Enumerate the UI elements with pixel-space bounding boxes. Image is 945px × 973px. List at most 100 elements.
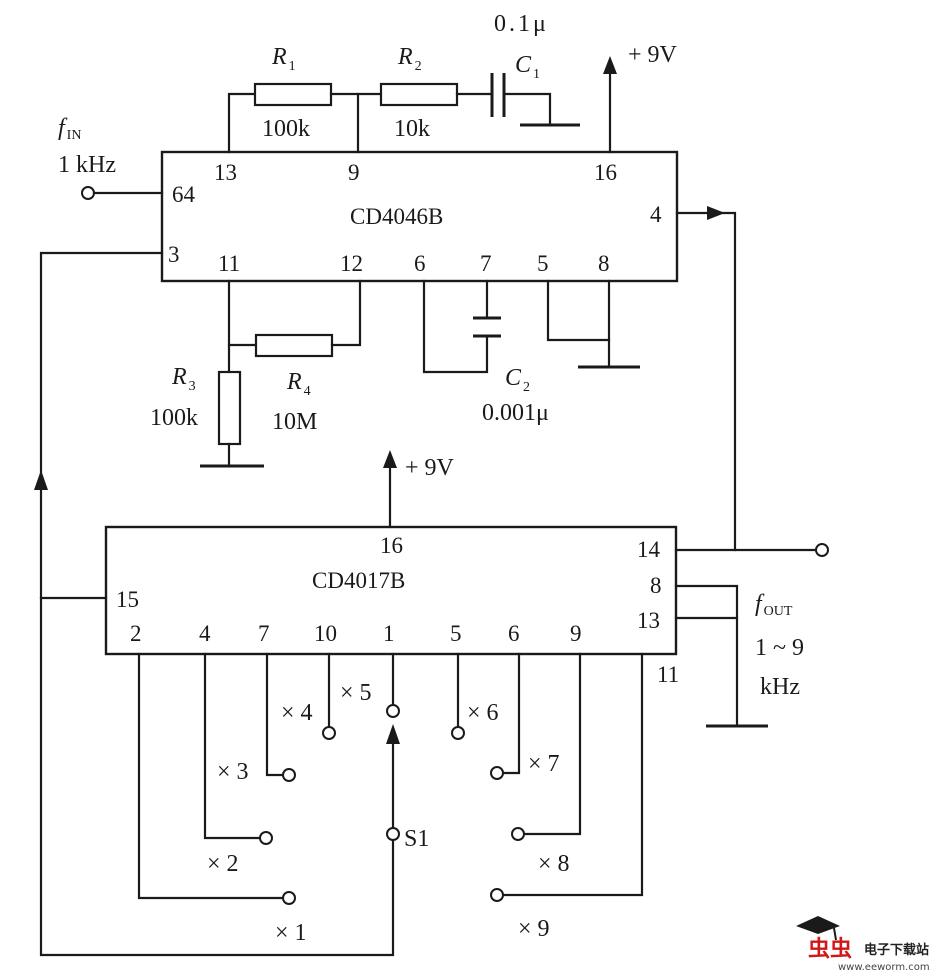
fin-freq: 1 kHz (58, 152, 116, 178)
switch-pos-x6: × 6 (467, 700, 499, 726)
fout-unit: kHz (760, 674, 800, 700)
switch-wiper-arrow-icon (386, 724, 400, 744)
ic2-pin-9: 9 (570, 621, 582, 646)
c1-value: 0.1μ (494, 11, 549, 37)
wire-out-x3 (265, 652, 285, 777)
wire-feedback-loop (39, 251, 395, 957)
ic1-pin-3: 3 (168, 242, 180, 267)
graduation-cap-icon (796, 916, 840, 934)
watermark-url: www.eeworm.com (838, 962, 930, 973)
fout-range: 1 ~ 9 (755, 635, 804, 661)
switch-contact-x1[interactable] (282, 891, 296, 905)
ic2-pin-4: 4 (199, 621, 211, 646)
switch-common-contact[interactable] (386, 827, 400, 841)
ic1-pin-16: 16 (594, 160, 617, 185)
switch-pos-x2: × 2 (207, 851, 239, 877)
vdd-arrow-icon (603, 56, 617, 74)
switch-contact-x9[interactable] (490, 888, 504, 902)
ic2-pin-10: 10 (314, 621, 337, 646)
r2-value: 10k (394, 116, 430, 142)
wire-out-x1 (137, 652, 285, 900)
ic2-pin-1: 1 (383, 621, 395, 646)
wire-out-x9 (501, 652, 644, 897)
wire-pin6-c2 (422, 279, 489, 374)
wire-pin8-ground (674, 584, 739, 728)
resistor-r3 (217, 370, 242, 446)
ic1-pin-11: 11 (218, 251, 240, 276)
watermark-logo: 虫虫 电子下载站 www.eeworm.com (796, 916, 930, 973)
vdd2-arrow-icon (383, 450, 397, 468)
cap-tassel-icon (833, 927, 837, 941)
resistor-r1 (253, 82, 333, 107)
ic1-part-label: CD4046B (350, 204, 443, 229)
r1-value: 100k (262, 116, 310, 142)
c2-value: 0.001μ (482, 400, 549, 426)
r3-value: 100k (150, 405, 198, 431)
wire-r4-pin12 (330, 279, 362, 347)
switch-pos-x7: × 7 (528, 751, 560, 777)
ic1-pin-7: 7 (480, 251, 492, 276)
ic2-pin-6: 6 (508, 621, 520, 646)
switch-contact-x5[interactable] (386, 704, 400, 718)
ic1-pin-4: 4 (650, 202, 662, 227)
wire-pin4-out (675, 211, 737, 552)
switch-pos-x3: × 3 (217, 759, 249, 785)
ic1-pin-13: 13 (214, 160, 237, 185)
ic2-pin-13: 13 (637, 608, 660, 633)
switch-contact-x6[interactable] (451, 726, 465, 740)
r4-value: 10M (272, 409, 317, 435)
ic2-pin-7: 7 (258, 621, 270, 646)
ic1-pin-5: 5 (537, 251, 549, 276)
ic2-pin-16: 16 (380, 533, 403, 558)
switch-contact-x8[interactable] (511, 827, 525, 841)
supply-mid-label: + 9V (405, 455, 455, 481)
ic2-pin-5: 5 (450, 621, 462, 646)
switch-contact-x2[interactable] (259, 831, 273, 845)
switch-pos-x4: × 4 (281, 700, 313, 726)
switch-label: S1 (404, 826, 429, 852)
wire-c1-ground (504, 92, 552, 127)
output-terminal[interactable] (815, 543, 829, 557)
switch-pos-x5: × 5 (340, 680, 372, 706)
ic1-pin-6: 6 (414, 251, 426, 276)
supply-top-label: + 9V (628, 42, 678, 68)
resistor-r4 (254, 333, 334, 358)
resistor-r2 (379, 82, 459, 107)
switch-pos-x8: × 8 (538, 851, 570, 877)
wire-pin5-ground (546, 279, 611, 342)
ic2-part-label: CD4017B (312, 568, 405, 593)
ic1-pin-14: 64 (172, 182, 196, 207)
watermark-cn: 电子下载站 (864, 942, 929, 958)
switch-pos-x1: × 1 (275, 920, 307, 946)
ic2-pin-14: 14 (637, 537, 661, 562)
wire-out-x8 (522, 652, 582, 836)
wire-out-x2 (203, 652, 262, 840)
ic2-pin-2: 2 (130, 621, 142, 646)
ic1-pin-12: 12 (340, 251, 363, 276)
input-terminal[interactable] (81, 186, 95, 200)
ic1-pin-8: 8 (598, 251, 610, 276)
watermark-brand: 虫虫 (808, 936, 852, 962)
switch-pos-x9: × 9 (518, 916, 550, 942)
feedback-arrow-icon (34, 470, 48, 490)
ic1-pin-9: 9 (348, 160, 360, 185)
wire-pin13-r1 (227, 92, 257, 154)
ic2-pin-11: 11 (657, 662, 679, 687)
ic2-pin-8: 8 (650, 573, 662, 598)
wire-out-x7 (501, 652, 521, 775)
switch-contact-x4[interactable] (322, 726, 336, 740)
pin4-arrow-icon (707, 206, 725, 220)
ic-cd4046b (160, 150, 679, 283)
switch-contact-x3[interactable] (282, 768, 296, 782)
switch-contact-x7[interactable] (490, 766, 504, 780)
